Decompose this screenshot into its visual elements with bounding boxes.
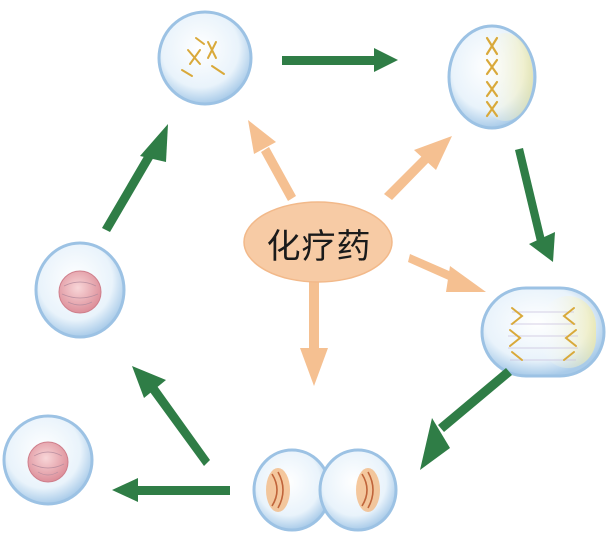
arrow-metaphase-to-anaphase xyxy=(515,148,555,262)
drug-arrows xyxy=(248,120,486,386)
arrow-anaphase-to-telophase xyxy=(420,368,512,470)
anaphase-cell xyxy=(480,286,606,378)
prophase-cell xyxy=(157,10,253,106)
arrow-prophase-to-metaphase xyxy=(282,48,398,72)
arrow-daughter-to-interphase xyxy=(132,366,210,466)
arrow-interphase-to-prophase xyxy=(102,124,168,232)
metaphase-cell xyxy=(447,24,537,130)
arrow-telophase-to-daughter xyxy=(112,478,230,502)
telophase-cell xyxy=(252,448,398,532)
cycle-arrows xyxy=(102,48,555,502)
drug-arrow-to-prophase xyxy=(248,120,296,201)
daughter-cell xyxy=(2,414,94,506)
drug-arrow-to-anaphase xyxy=(408,254,486,292)
drug-arrow-to-telophase xyxy=(300,280,328,386)
chemotherapy-drug-ellipse xyxy=(243,201,393,283)
chemotherapy-drug-label: 化疗药 xyxy=(266,226,372,267)
interphase-cell xyxy=(34,241,126,339)
drug-arrow-to-metaphase xyxy=(384,136,452,200)
